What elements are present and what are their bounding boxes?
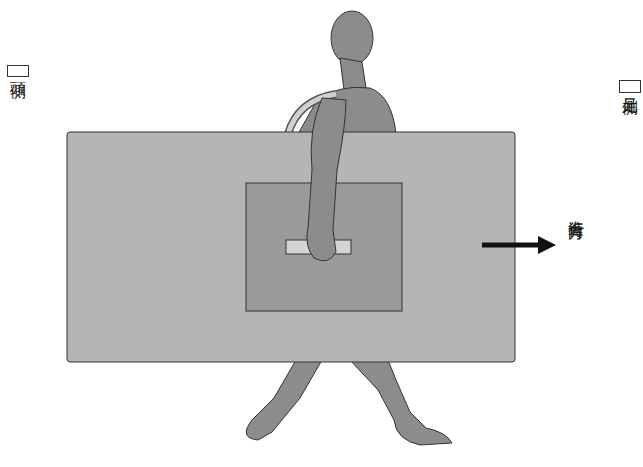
arm	[307, 98, 346, 261]
back-leg	[246, 360, 322, 440]
board	[67, 132, 515, 362]
foot-side-box: 足元側	[619, 80, 641, 93]
direction-arrow-shaft	[482, 243, 540, 248]
box-text: 足元側	[622, 85, 638, 88]
direction-label: 進行方向	[568, 208, 584, 212]
neck	[340, 58, 366, 90]
torso	[298, 87, 396, 134]
front-leg	[350, 360, 452, 445]
head-side-box: 頭側	[7, 65, 29, 77]
head	[331, 11, 373, 65]
box-text: 頭側	[10, 70, 26, 72]
direction-arrowhead	[538, 236, 556, 254]
